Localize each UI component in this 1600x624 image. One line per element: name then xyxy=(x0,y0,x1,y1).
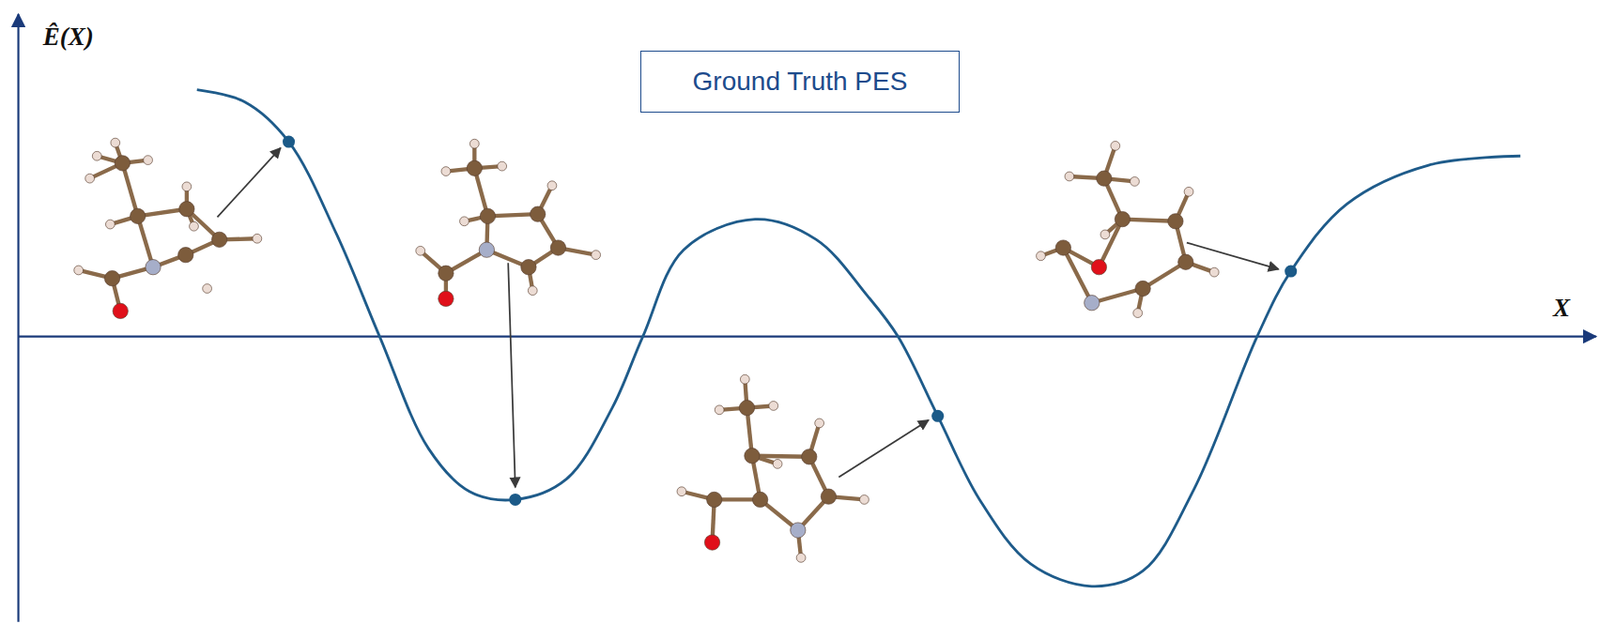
atom xyxy=(752,492,768,508)
sample-point xyxy=(282,136,295,149)
bond xyxy=(1098,219,1123,268)
atom xyxy=(1110,140,1121,151)
atom xyxy=(796,553,806,563)
atom xyxy=(1064,171,1075,182)
x-axis-label: X xyxy=(1553,293,1570,324)
y-axis-label: Ê(X) xyxy=(43,22,94,52)
sample-point xyxy=(508,493,522,507)
atom xyxy=(714,405,724,416)
atom xyxy=(189,221,200,231)
atom xyxy=(182,182,192,192)
atom xyxy=(114,155,130,171)
title-text: Ground Truth PES xyxy=(692,66,908,97)
bond xyxy=(122,163,138,217)
atom xyxy=(790,523,806,539)
pointer-arrows xyxy=(216,148,1278,489)
atom xyxy=(441,167,451,177)
atom xyxy=(521,260,537,276)
atom xyxy=(497,161,508,171)
atom xyxy=(466,160,482,176)
molecule xyxy=(1036,140,1220,318)
atom xyxy=(202,284,213,294)
atom xyxy=(1114,211,1130,227)
atom xyxy=(179,201,195,217)
atom xyxy=(1168,214,1184,230)
pointer-arrow xyxy=(216,148,280,218)
atom xyxy=(112,303,128,319)
pointer-arrow xyxy=(838,420,929,478)
atom xyxy=(438,265,454,281)
molecules xyxy=(74,138,1219,563)
molecule xyxy=(676,374,869,563)
atom xyxy=(1209,267,1219,277)
atom xyxy=(460,216,470,227)
atom xyxy=(815,418,825,429)
atom xyxy=(676,487,687,497)
atom xyxy=(104,270,120,286)
bond xyxy=(138,215,154,267)
sample-point xyxy=(1284,265,1297,278)
atom xyxy=(85,173,95,184)
atom xyxy=(1096,170,1112,186)
atom xyxy=(1133,308,1143,319)
atom xyxy=(1100,230,1110,240)
atom xyxy=(92,151,102,161)
pes-curve xyxy=(197,90,1521,587)
atom xyxy=(547,181,557,191)
atom xyxy=(530,206,546,222)
atom xyxy=(591,250,601,261)
atom xyxy=(469,138,479,149)
atom xyxy=(1091,260,1107,276)
atom xyxy=(438,291,454,307)
sample-points xyxy=(282,136,1297,507)
atom xyxy=(211,231,227,247)
atom xyxy=(1036,251,1047,262)
atom xyxy=(478,242,494,258)
atom xyxy=(801,449,817,465)
energy-curve xyxy=(197,90,1521,587)
sample-point xyxy=(931,410,944,423)
y-axis xyxy=(16,14,19,623)
atom xyxy=(178,247,194,263)
atom xyxy=(704,535,720,551)
atom xyxy=(479,208,495,224)
atom xyxy=(145,260,161,276)
bond xyxy=(1062,247,1092,304)
x-axis xyxy=(18,335,1597,338)
atom xyxy=(74,265,84,276)
atom xyxy=(1130,177,1140,187)
molecule xyxy=(74,138,262,319)
atom xyxy=(1135,280,1151,296)
pointer-arrow xyxy=(507,262,516,488)
atom xyxy=(769,401,779,412)
atom xyxy=(1184,186,1194,197)
atom xyxy=(772,460,783,470)
atom xyxy=(744,448,760,464)
atom xyxy=(527,286,538,296)
bond xyxy=(752,456,810,458)
atom xyxy=(105,219,115,230)
atom xyxy=(130,208,146,224)
atom xyxy=(820,489,836,505)
atom xyxy=(415,246,426,256)
pointer-arrow xyxy=(1186,243,1279,270)
atom xyxy=(707,492,723,508)
atom xyxy=(860,495,870,506)
title-box: Ground Truth PES xyxy=(640,50,959,112)
atom xyxy=(1178,254,1194,270)
atom xyxy=(738,400,754,416)
atom xyxy=(550,240,566,256)
atom xyxy=(1084,295,1100,311)
atom xyxy=(143,155,154,166)
atom xyxy=(252,233,262,244)
atom xyxy=(739,374,750,385)
atom xyxy=(110,138,121,148)
bond xyxy=(1122,219,1176,222)
atom xyxy=(1055,240,1071,256)
